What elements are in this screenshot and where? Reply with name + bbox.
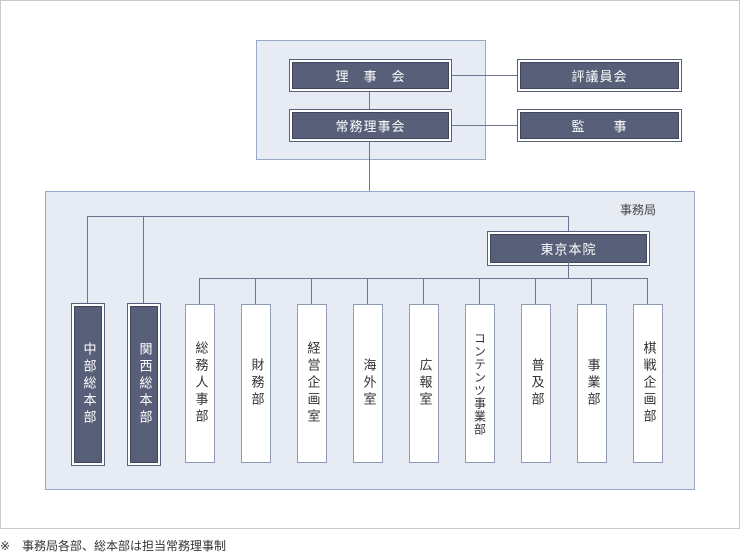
connector-dept-7 <box>591 278 592 304</box>
chubu-headquarters-box: 中部総本部 <box>74 306 102 463</box>
dept-management-planning: 経営企画室 <box>297 304 327 463</box>
dept-promotion: 普及部 <box>521 304 551 463</box>
auditors-box: 監 事 <box>520 112 679 139</box>
executive-board-box: 常務理事会 <box>292 112 449 139</box>
connector-office-top <box>87 216 569 217</box>
office-label: 事務局 <box>620 203 657 217</box>
dept-finance: 財務部 <box>241 304 271 463</box>
board-of-directors-box: 理 事 会 <box>292 62 449 89</box>
dept-overseas: 海外室 <box>353 304 383 463</box>
dept-general-affairs: 総務人事部 <box>185 304 215 463</box>
connector-tokyo <box>568 216 569 234</box>
board-panel <box>256 40 486 160</box>
connector-dept-8 <box>647 278 648 304</box>
connector-tokyo-down <box>568 262 569 278</box>
connector-board-exec <box>369 87 370 111</box>
connector-exec-auditors <box>448 125 520 126</box>
connector-dept-0 <box>199 278 200 304</box>
dept-public-relations: 広報室 <box>409 304 439 463</box>
connector-kansai <box>143 216 144 306</box>
kansai-headquarters-box: 関西総本部 <box>130 306 158 463</box>
connector-dept-6 <box>535 278 536 304</box>
dept-tournament-planning: 棋戦企画部 <box>633 304 663 463</box>
connector-dept-3 <box>367 278 368 304</box>
dept-business: 事業部 <box>577 304 607 463</box>
connector-dept-5 <box>479 278 480 304</box>
connector-exec-office <box>369 137 370 216</box>
connector-board-councillors <box>448 75 520 76</box>
connector-dept-1 <box>255 278 256 304</box>
councillors-box: 評議員会 <box>520 62 679 89</box>
connector-dept-2 <box>311 278 312 304</box>
connector-chubu <box>87 216 88 306</box>
connector-dept-4 <box>423 278 424 304</box>
footnote: ※ 事務局各部、総本部は担当常務理事制 <box>0 539 227 553</box>
dept-content-business: コンテンツ事業部 <box>465 304 495 463</box>
tokyo-headquarters-box: 東京本院 <box>490 234 647 263</box>
